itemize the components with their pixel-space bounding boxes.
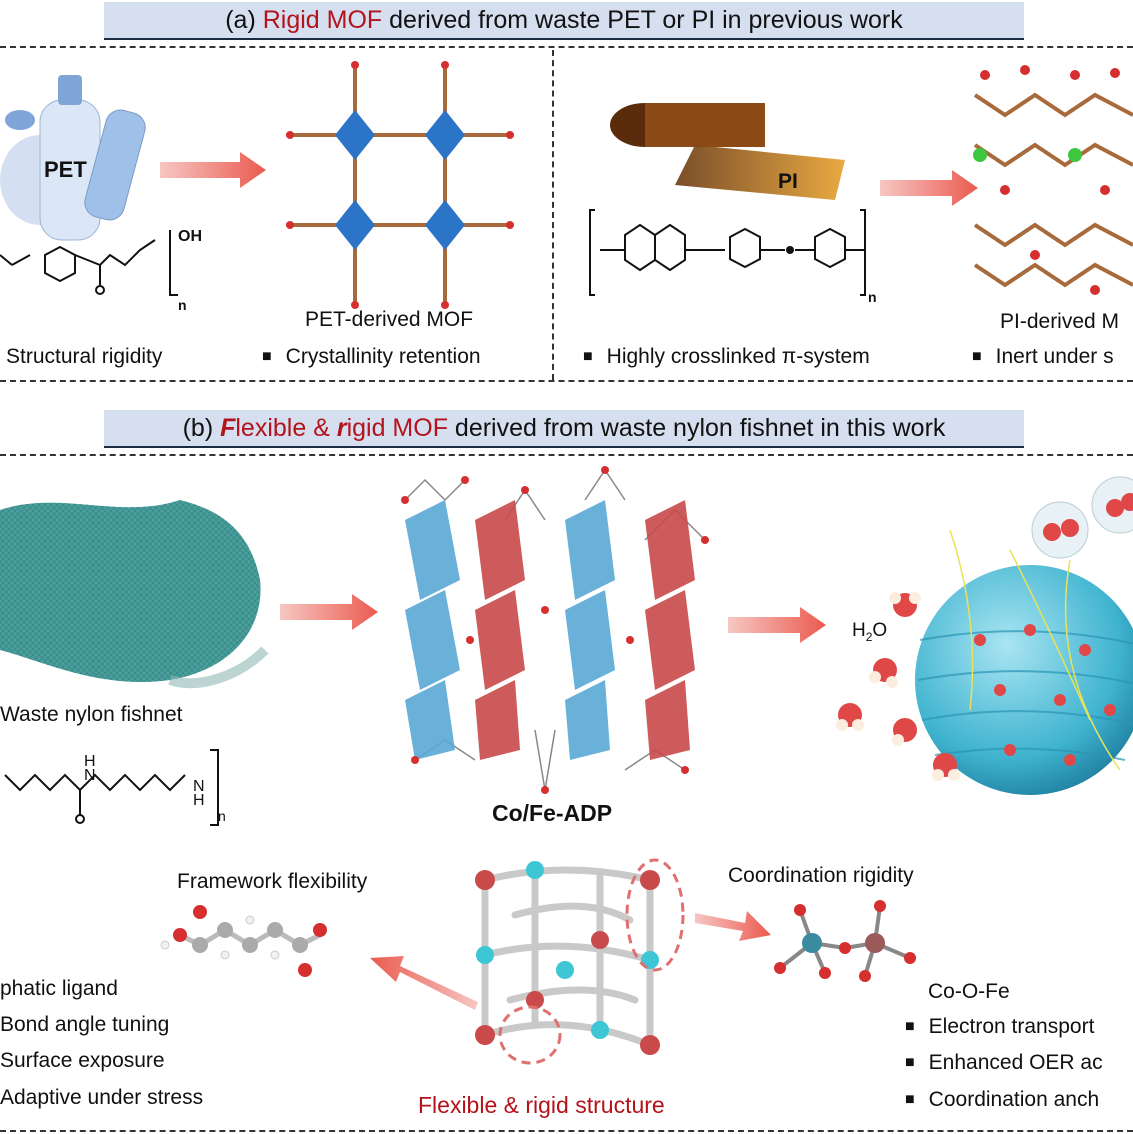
panel-b-title: (b) Flexible & rigid MOF derived from wa… bbox=[104, 410, 1024, 448]
panel-b-bottom-divider bbox=[0, 1130, 1133, 1132]
adipic-acid-ball-stick bbox=[155, 900, 355, 980]
flex-feature-2: Bond angle tuning bbox=[0, 1013, 169, 1037]
pet-feature-1: Structural rigidity bbox=[6, 345, 162, 369]
pet-formula-n: n bbox=[178, 297, 187, 313]
arrow-mof-to-sphere bbox=[728, 605, 828, 645]
oer-sphere-illustration bbox=[830, 470, 1133, 840]
pet-formula bbox=[0, 225, 200, 315]
pi-label: PI bbox=[778, 170, 798, 194]
pi-mof-structure bbox=[975, 55, 1133, 295]
pi-formula-n: n bbox=[868, 289, 877, 305]
arrow-fishnet-to-mof bbox=[280, 592, 380, 632]
pi-formula bbox=[585, 205, 885, 300]
flex-feature-4: Adaptive under stress bbox=[0, 1086, 203, 1110]
co-o-fe-cluster bbox=[770, 898, 930, 978]
pet-mof-caption: PET-derived MOF bbox=[305, 308, 473, 332]
pi-feature-2: Inert under s bbox=[972, 345, 1114, 369]
flex-title: Framework flexibility bbox=[177, 870, 367, 894]
nylon-formula-n: n bbox=[218, 808, 226, 824]
arrow-pi-to-mof bbox=[880, 168, 980, 208]
rigid-feature-1: Electron transport bbox=[905, 1015, 1094, 1039]
fishnet-image bbox=[0, 490, 270, 690]
pet-mof-structure bbox=[270, 55, 530, 315]
panel-b-title-f: F bbox=[220, 414, 235, 442]
coord-label: Co-O-Fe bbox=[928, 980, 1010, 1004]
pet-label: PET bbox=[44, 157, 87, 183]
pi-film-image bbox=[605, 85, 865, 200]
rigid-title: Coordination rigidity bbox=[728, 864, 914, 888]
arrow-pet-to-mof bbox=[160, 150, 270, 190]
pet-bottles-image bbox=[0, 70, 140, 240]
pet-formula-oh: OH bbox=[178, 228, 202, 246]
pet-feature-2: Crystallinity retention bbox=[262, 345, 481, 369]
panel-a-title-highlight: Rigid MOF bbox=[263, 6, 382, 34]
co-fe-adp-caption: Co/Fe-ADP bbox=[492, 800, 612, 827]
panel-b-title-r: r bbox=[337, 414, 347, 442]
structure-caption: Flexible & rigid structure bbox=[418, 1092, 665, 1119]
panel-a-top-divider bbox=[0, 46, 1133, 48]
pi-mof-caption: PI-derived M bbox=[1000, 310, 1119, 334]
panel-a-middle-divider bbox=[552, 50, 554, 380]
flexible-rigid-lattice bbox=[455, 850, 695, 1070]
co-fe-adp-structure bbox=[385, 460, 725, 795]
pi-feature-1: Highly crosslinked π-system bbox=[583, 345, 870, 369]
flex-feature-1: phatic ligand bbox=[0, 977, 118, 1001]
water-label: H2O bbox=[852, 620, 887, 644]
panel-b-top-divider bbox=[0, 454, 1133, 456]
fishnet-caption: Waste nylon fishnet bbox=[0, 703, 182, 727]
arrow-to-rigidity bbox=[695, 905, 775, 945]
panel-a-title: (a) Rigid MOF derived from waste PET or … bbox=[104, 2, 1024, 40]
rigid-feature-3: Coordination anch bbox=[905, 1088, 1099, 1112]
rigid-feature-2: Enhanced OER ac bbox=[905, 1051, 1103, 1075]
flex-feature-3: Surface exposure bbox=[0, 1049, 165, 1073]
panel-a-bottom-divider bbox=[0, 380, 1133, 382]
